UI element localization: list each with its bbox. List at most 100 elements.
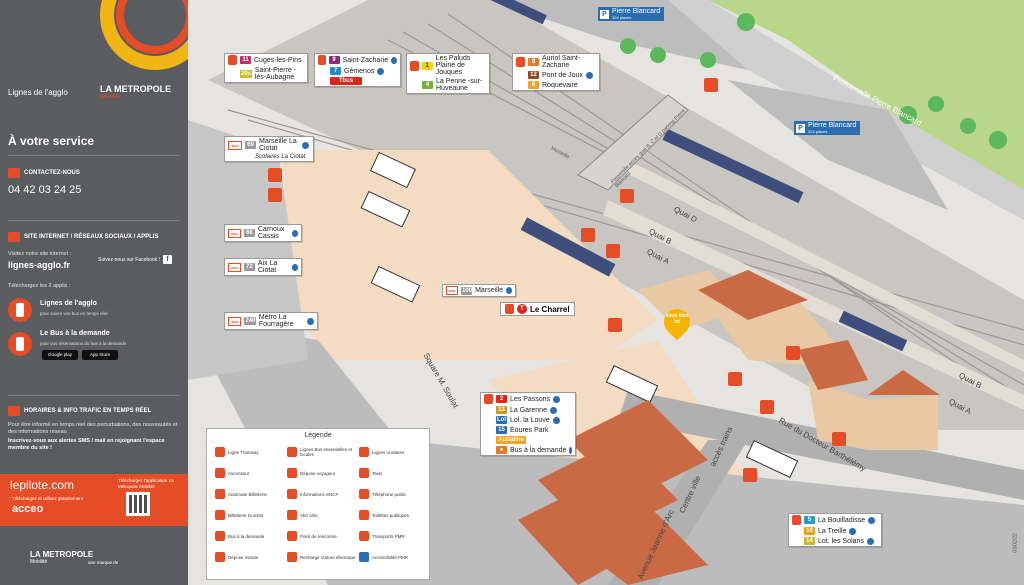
apps-intro: Téléchargez les 2 applis : — [8, 283, 71, 289]
legend-item: Lignes Bus essentielles et locales — [287, 447, 357, 457]
accessibility-icon — [849, 527, 857, 535]
legend-symbol-icon — [215, 531, 225, 541]
web-intro: Visitez notre site internet : — [8, 251, 72, 257]
sidebar-title: À votre service — [8, 134, 95, 148]
facebook-icon: f — [162, 255, 172, 264]
legend-item: Dépose voyageur — [287, 468, 357, 478]
toilets-icon[interactable] — [786, 346, 800, 360]
legend-symbol-icon — [287, 468, 297, 478]
accessibility-icon — [377, 67, 385, 75]
taxi-icon[interactable] — [268, 188, 282, 202]
acceo-logo: acceo — [12, 503, 44, 515]
meeting-point-icon[interactable] — [728, 372, 742, 386]
divider — [8, 395, 180, 396]
phone-number[interactable]: 04 42 03 24 25 — [8, 184, 82, 196]
route-row: ●Bus à la demande — [481, 445, 575, 455]
facebook-link[interactable]: Suivez-nous sur Facebook !f — [98, 255, 172, 264]
website-link[interactable]: lignes-agglo.fr — [8, 260, 71, 270]
legend-item: Transports PMR — [359, 531, 429, 541]
ticket-machine-icon[interactable] — [608, 318, 622, 332]
pilote-link[interactable]: lepilote.com — [10, 478, 75, 492]
elevator-icon[interactable] — [704, 78, 718, 92]
elevator-icon[interactable] — [620, 189, 634, 203]
bike-shelter-icon[interactable] — [606, 244, 620, 258]
logo-metropole: LA METROPOLE Mobilité — [100, 84, 172, 100]
bus-icon — [516, 57, 525, 67]
legend-item: Billetterie Guichet — [215, 510, 285, 520]
taxi-icon[interactable] — [832, 432, 846, 446]
legend-item: Automate Billetterie — [215, 489, 285, 499]
route-row: Tbus — [315, 76, 400, 86]
sidebar: Lignes de l'agglo LA METROPOLE Mobilité … — [0, 0, 210, 585]
legend-symbol-icon — [287, 531, 297, 541]
bus-stop-icon[interactable] — [268, 168, 282, 182]
legend-symbol-icon — [287, 447, 297, 457]
accessibility-icon — [868, 516, 876, 524]
app-store-button[interactable]: App Store — [82, 350, 118, 360]
divider — [8, 220, 180, 221]
info-icon[interactable] — [760, 400, 774, 414]
smartphone-icon — [8, 332, 32, 356]
accessibility-icon — [549, 406, 557, 414]
accessibility-icon — [506, 287, 512, 294]
legend-symbol-icon — [287, 552, 297, 562]
accessibility-icon — [866, 537, 874, 545]
bus-icon — [318, 55, 326, 65]
bottom-logo: LA METROPOLE Mobilité — [30, 550, 94, 565]
legend-symbol-icon — [359, 552, 369, 562]
app2-sub: pour vos réservations du bus à la demand… — [40, 341, 127, 346]
route-row: Aubaline — [481, 435, 575, 445]
legend-item: Lignes scolaires — [359, 447, 429, 457]
elevator-icon[interactable] — [581, 228, 595, 242]
web-head: SITE INTERNET / RÉSEAUX SOCIAUX / APPLIS — [8, 232, 158, 242]
accessibility-icon — [302, 141, 309, 149]
bus-icon — [484, 394, 493, 404]
contact-head: CONTACTEZ-NOUS — [8, 168, 80, 178]
legend-title: Légende — [304, 432, 332, 439]
bus-icon — [410, 60, 419, 71]
legend-item: Dépose minute — [215, 552, 285, 562]
pilote-band — [0, 474, 188, 526]
google-play-button[interactable]: Google play — [42, 350, 78, 360]
accessibility-icon — [291, 263, 299, 271]
app1-title[interactable]: Lignes de l'agglo — [40, 300, 97, 307]
info-bold: Inscrivez-vous aux alertes SMS / mail en… — [8, 438, 165, 451]
drop-off-icon[interactable] — [743, 468, 757, 482]
monitor-icon — [8, 232, 20, 242]
bus-icon — [792, 515, 801, 525]
app2-title[interactable]: Le Bus à la demande — [40, 330, 110, 337]
legend-symbol-icon — [359, 447, 369, 457]
legend-symbol-icon — [215, 510, 225, 520]
legend-item: Accessibilité PMR — [359, 552, 429, 562]
accessibility-icon — [553, 395, 561, 403]
